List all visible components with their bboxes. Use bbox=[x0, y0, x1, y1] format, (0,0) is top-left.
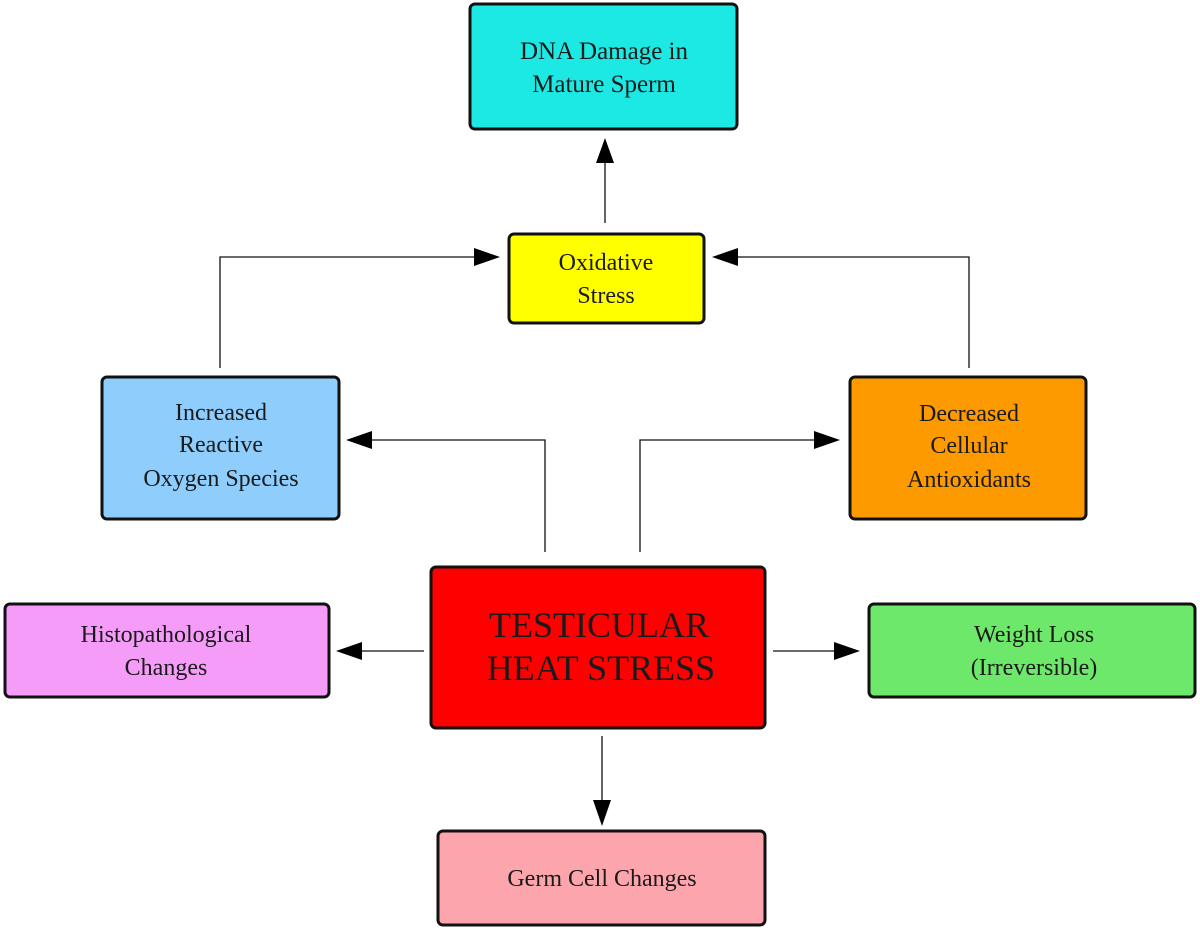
node-increased-ros-line-2: Reactive bbox=[179, 432, 263, 458]
connector-heat-to-antioxidants bbox=[639, 439, 814, 552]
node-testicular-heat-stress-line-2: HEAT STRESS bbox=[487, 648, 715, 688]
node-oxidative-stress-line-2: Stress bbox=[577, 283, 634, 309]
connector-antioxidants-to-oxidative bbox=[738, 256, 970, 368]
connector-heat-to-ros bbox=[372, 439, 546, 552]
arrowhead-antioxidants-to-oxidative bbox=[712, 248, 738, 266]
node-increased-ros-line-3: Oxygen Species bbox=[143, 466, 298, 492]
node-histopathological-changes-line-2: Changes bbox=[125, 655, 208, 681]
node-histopathological-changes-line-1: Histopathological bbox=[81, 622, 252, 648]
arrowhead-to-dna bbox=[596, 138, 614, 163]
node-weight-loss: Weight Loss (Irreversible) bbox=[867, 602, 1197, 699]
node-testicular-heat-stress-box bbox=[429, 565, 767, 730]
connectors bbox=[219, 138, 970, 826]
node-increased-ros-line-1: Increased bbox=[175, 400, 267, 426]
node-weight-loss-box bbox=[867, 602, 1197, 699]
node-oxidative-stress-line-1: Oxidative bbox=[559, 250, 654, 276]
node-histopathological-changes-box bbox=[3, 602, 331, 699]
node-dna-damage: DNA Damage in Mature Sperm bbox=[468, 2, 739, 131]
node-increased-ros-box bbox=[100, 375, 341, 521]
node-germ-cell-changes-box bbox=[436, 829, 767, 927]
node-germ-cell-changes: Germ Cell Changes bbox=[436, 829, 767, 927]
arrowhead-heat-to-antioxidants bbox=[814, 431, 840, 449]
arrowhead-ros-to-oxidative bbox=[474, 248, 500, 266]
node-dna-damage-line-1: DNA Damage in bbox=[520, 38, 689, 65]
node-testicular-heat-stress: TESTICULAR HEAT STRESS bbox=[429, 565, 767, 730]
node-oxidative-stress: Oxidative Stress bbox=[507, 232, 706, 325]
node-decreased-antioxidants: Decreased Cellular Antioxidants bbox=[848, 375, 1088, 521]
arrowhead-heat-to-ros bbox=[346, 431, 372, 449]
node-weight-loss-line-1: Weight Loss bbox=[974, 622, 1094, 648]
arrowhead-heat-to-germ bbox=[593, 800, 611, 826]
node-dna-damage-line-2: Mature Sperm bbox=[532, 71, 676, 98]
node-decreased-antioxidants-line-1: Decreased bbox=[919, 401, 1019, 427]
node-decreased-antioxidants-line-2: Cellular bbox=[930, 433, 1007, 459]
arrowhead-heat-to-histo bbox=[336, 642, 362, 660]
node-histopathological-changes: Histopathological Changes bbox=[3, 602, 331, 699]
node-decreased-antioxidants-line-3: Antioxidants bbox=[907, 467, 1031, 493]
node-increased-ros: Increased Reactive Oxygen Species bbox=[100, 375, 341, 521]
node-oxidative-stress-box bbox=[507, 232, 706, 325]
node-testicular-heat-stress-line-1: TESTICULAR bbox=[489, 605, 709, 645]
connector-ros-to-oxidative bbox=[219, 256, 474, 368]
node-germ-cell-changes-line-1: Germ Cell Changes bbox=[507, 866, 696, 892]
node-weight-loss-line-2: (Irreversible) bbox=[971, 655, 1098, 681]
arrowhead-heat-to-weight bbox=[834, 642, 860, 660]
node-decreased-antioxidants-box bbox=[848, 375, 1088, 521]
node-dna-damage-box bbox=[468, 2, 739, 131]
